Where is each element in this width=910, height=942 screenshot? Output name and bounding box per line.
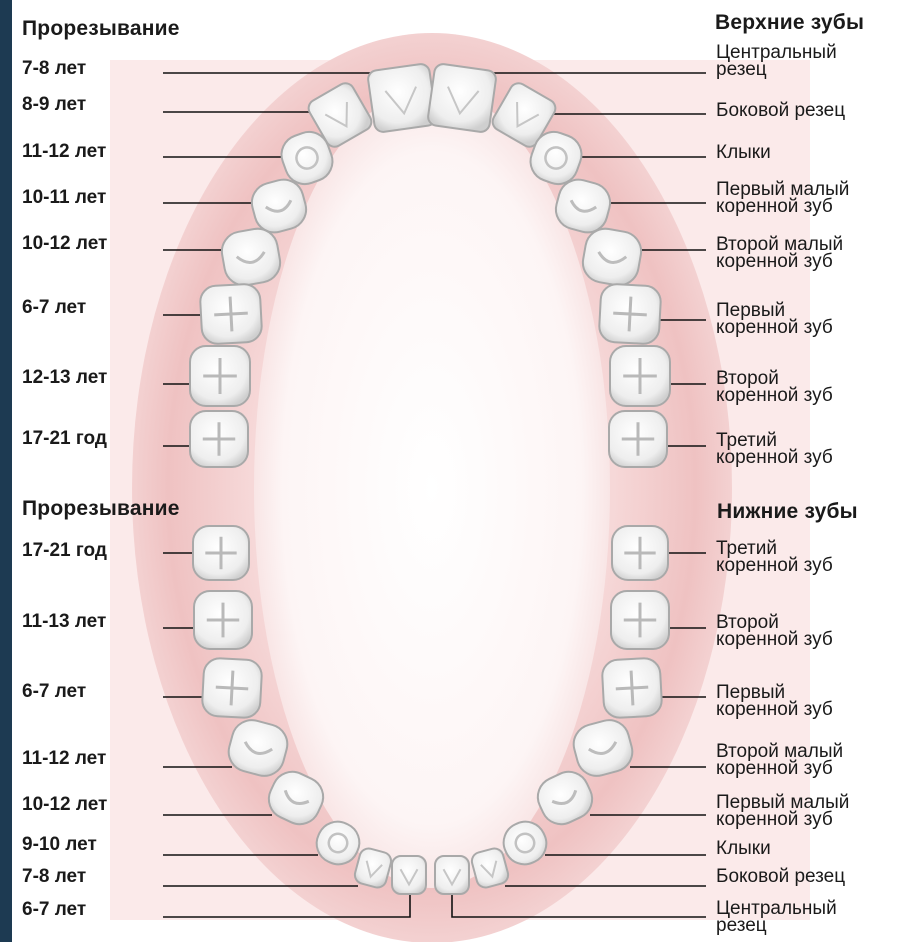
lower-name-second-molar: Второй коренной зуб: [716, 614, 833, 648]
upper-name-first-molar: Первый коренной зуб: [716, 302, 833, 336]
upper-name-central-incisor: Центральный резец: [716, 44, 837, 78]
lower-eruption-header: Прорезывание: [22, 497, 180, 521]
upper-right-second-molar-tooth: [610, 346, 670, 406]
lower-age-first-molar: 6-7 лет: [22, 681, 86, 703]
upper-age-canine: 11-12 лет: [22, 141, 106, 163]
upper-name-second-molar: Второй коренной зуб: [716, 370, 833, 404]
upper-right-third-molar-tooth: [609, 411, 667, 467]
upper-age-second-premolar: 10-12 лет: [22, 233, 107, 255]
lower-name-first-premolar: Первый малый коренной зуб: [716, 794, 849, 828]
upper-eruption-header: Прорезывание: [22, 17, 180, 41]
lower-right-first-molar-tooth: [602, 658, 663, 719]
lower-age-first-premolar: 10-12 лет: [22, 794, 107, 816]
upper-right-central-incisor-tooth: [427, 63, 497, 133]
lower-age-central-incisor: 6-7 лет: [22, 899, 86, 921]
upper-name-lateral-incisor: Боковой резец: [716, 102, 845, 119]
lower-age-canine: 9-10 лет: [22, 834, 97, 856]
upper-name-third-molar: Третий коренной зуб: [716, 432, 833, 466]
upper-right-first-molar-tooth: [599, 283, 662, 344]
upper-left-second-molar-tooth: [190, 346, 250, 406]
lower-age-third-molar: 17-21 год: [22, 540, 107, 562]
lower-left-first-molar-tooth: [202, 658, 263, 719]
lower-name-third-molar: Третий коренной зуб: [716, 540, 833, 574]
lower-right-second-molar-tooth: [611, 591, 669, 649]
lower-name-central-incisor: Центральный резец: [716, 900, 837, 934]
lower-left-third-molar-tooth: [193, 526, 249, 580]
upper-age-lateral-incisor: 8-9 лет: [22, 94, 86, 116]
upper-age-central-incisor: 7-8 лет: [22, 58, 86, 80]
lower-left-second-molar-tooth: [194, 591, 252, 649]
lower-right-third-molar-tooth: [612, 526, 668, 580]
lower-left-central-incisor-tooth: [392, 856, 426, 894]
upper-age-first-molar: 6-7 лет: [22, 297, 86, 319]
lower-name-first-molar: Первый коренной зуб: [716, 684, 833, 718]
upper-left-central-incisor-tooth: [367, 63, 437, 133]
upper-left-first-molar-tooth: [200, 283, 263, 344]
upper-left-third-molar-tooth: [190, 411, 248, 467]
lower-name-second-premolar: Второй малый коренной зуб: [716, 743, 843, 777]
upper-name-first-premolar: Первый малый коренной зуб: [716, 181, 849, 215]
lower-age-second-molar: 11-13 лет: [22, 611, 106, 633]
upper-age-second-molar: 12-13 лет: [22, 367, 107, 389]
lower-name-canine: Клыки: [716, 840, 771, 857]
lower-right-central-incisor-tooth: [435, 856, 469, 894]
upper-name-second-premolar: Второй малый коренной зуб: [716, 236, 843, 270]
lower-age-lateral-incisor: 7-8 лет: [22, 866, 86, 888]
upper-name-canine: Клыки: [716, 144, 771, 161]
lower-teeth-header: Нижние зубы: [717, 500, 858, 524]
upper-age-third-molar: 17-21 год: [22, 428, 107, 450]
upper-teeth-header: Верхние зубы: [715, 11, 864, 35]
lower-age-second-premolar: 11-12 лет: [22, 748, 106, 770]
upper-age-first-premolar: 10-11 лет: [22, 187, 106, 209]
lower-name-lateral-incisor: Боковой резец: [716, 868, 845, 885]
